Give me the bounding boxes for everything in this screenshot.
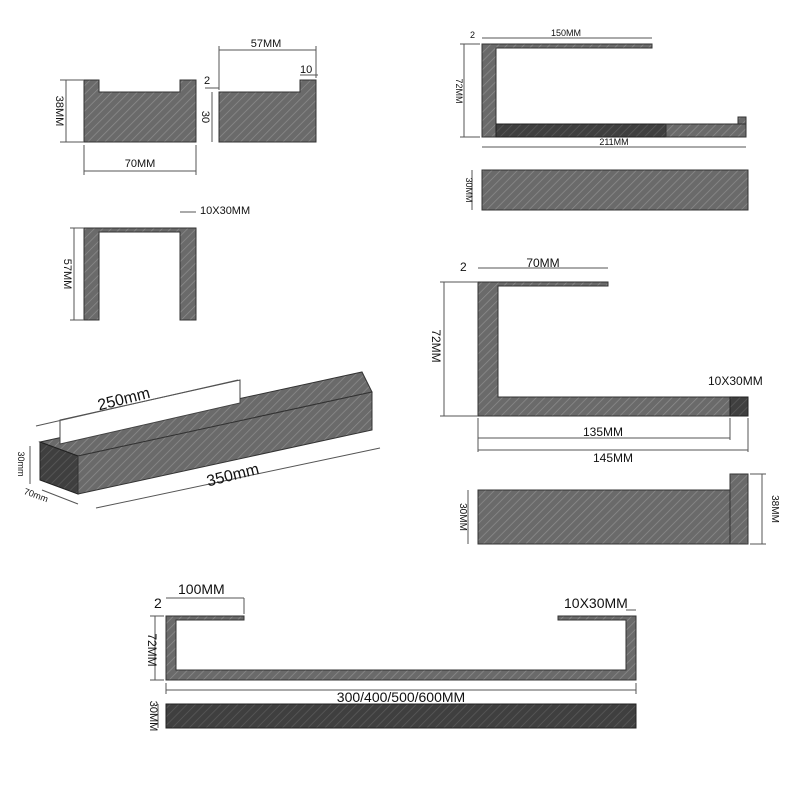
hook-front-height-label: 38MM xyxy=(53,96,65,127)
hook-front-view: 38MM 70MM xyxy=(53,79,197,175)
towel-bar-view: 100MM 2 72MM 10X30MM 300/400/500/600MM 3… xyxy=(145,581,637,732)
towel-arm-label: 100MM xyxy=(178,581,225,597)
paper-top-length-label: 211MM xyxy=(599,137,628,147)
paper-mid-inner-label: 135MM xyxy=(583,425,623,439)
paper-top-height-label: 72MM xyxy=(454,78,464,103)
hook-top-height-label: 57MM xyxy=(61,259,73,290)
towel-length-label: 300/400/500/600MM xyxy=(337,689,465,705)
paper-mid-height-label: 72MM xyxy=(429,329,443,362)
hook-side-view: 57MM 10 2 30 xyxy=(199,38,318,143)
paper-top-thickness-label: 2 xyxy=(470,30,475,40)
paper-mid-total-label: 145MM xyxy=(593,451,633,465)
hook-side-thickness-label: 2 xyxy=(204,75,210,87)
paper-base-total-height-label: 38MM xyxy=(769,495,780,523)
towel-section-label: 10X30MM xyxy=(564,595,628,611)
hook-side-depth-label: 57MM xyxy=(251,38,282,50)
paper-holder-base-view: 30MM 38MM xyxy=(457,473,780,545)
hook-top-section-label: 10X30MM xyxy=(200,205,250,217)
towel-thickness-label: 2 xyxy=(154,595,162,611)
paper-top-bar-height-label: 30MM xyxy=(464,177,474,202)
paper-holder-top-view: 150MM 2 72MM 211MM 30MM xyxy=(454,28,749,211)
paper-mid-thickness-label: 2 xyxy=(460,260,467,274)
towel-bar-height-label: 30MM xyxy=(147,701,159,732)
hook-front-width-label: 70MM xyxy=(125,158,156,170)
paper-mid-section-label: 10X30MM xyxy=(708,374,763,388)
shelf-height-label: 30mm xyxy=(16,451,26,476)
hook-side-lip-label: 10 xyxy=(300,64,312,76)
shelf-isometric-view: 250mm 350mm 30mm 70mm xyxy=(16,371,381,509)
paper-mid-arm-label: 70MM xyxy=(526,256,559,270)
hook-top-view: 57MM 10X30MM xyxy=(61,205,250,321)
paper-base-height-label: 30MM xyxy=(457,503,468,531)
paper-top-arm-label: 150MM xyxy=(551,28,581,38)
shelf-length-label: 350mm xyxy=(205,461,261,490)
shelf-depth-label: 70mm xyxy=(23,486,50,504)
paper-holder-mid-view: 70MM 2 72MM 10X30MM 135MM 145MM xyxy=(429,256,763,465)
hook-side-height-label: 30 xyxy=(199,111,211,123)
towel-height-label: 72MM xyxy=(145,633,159,666)
